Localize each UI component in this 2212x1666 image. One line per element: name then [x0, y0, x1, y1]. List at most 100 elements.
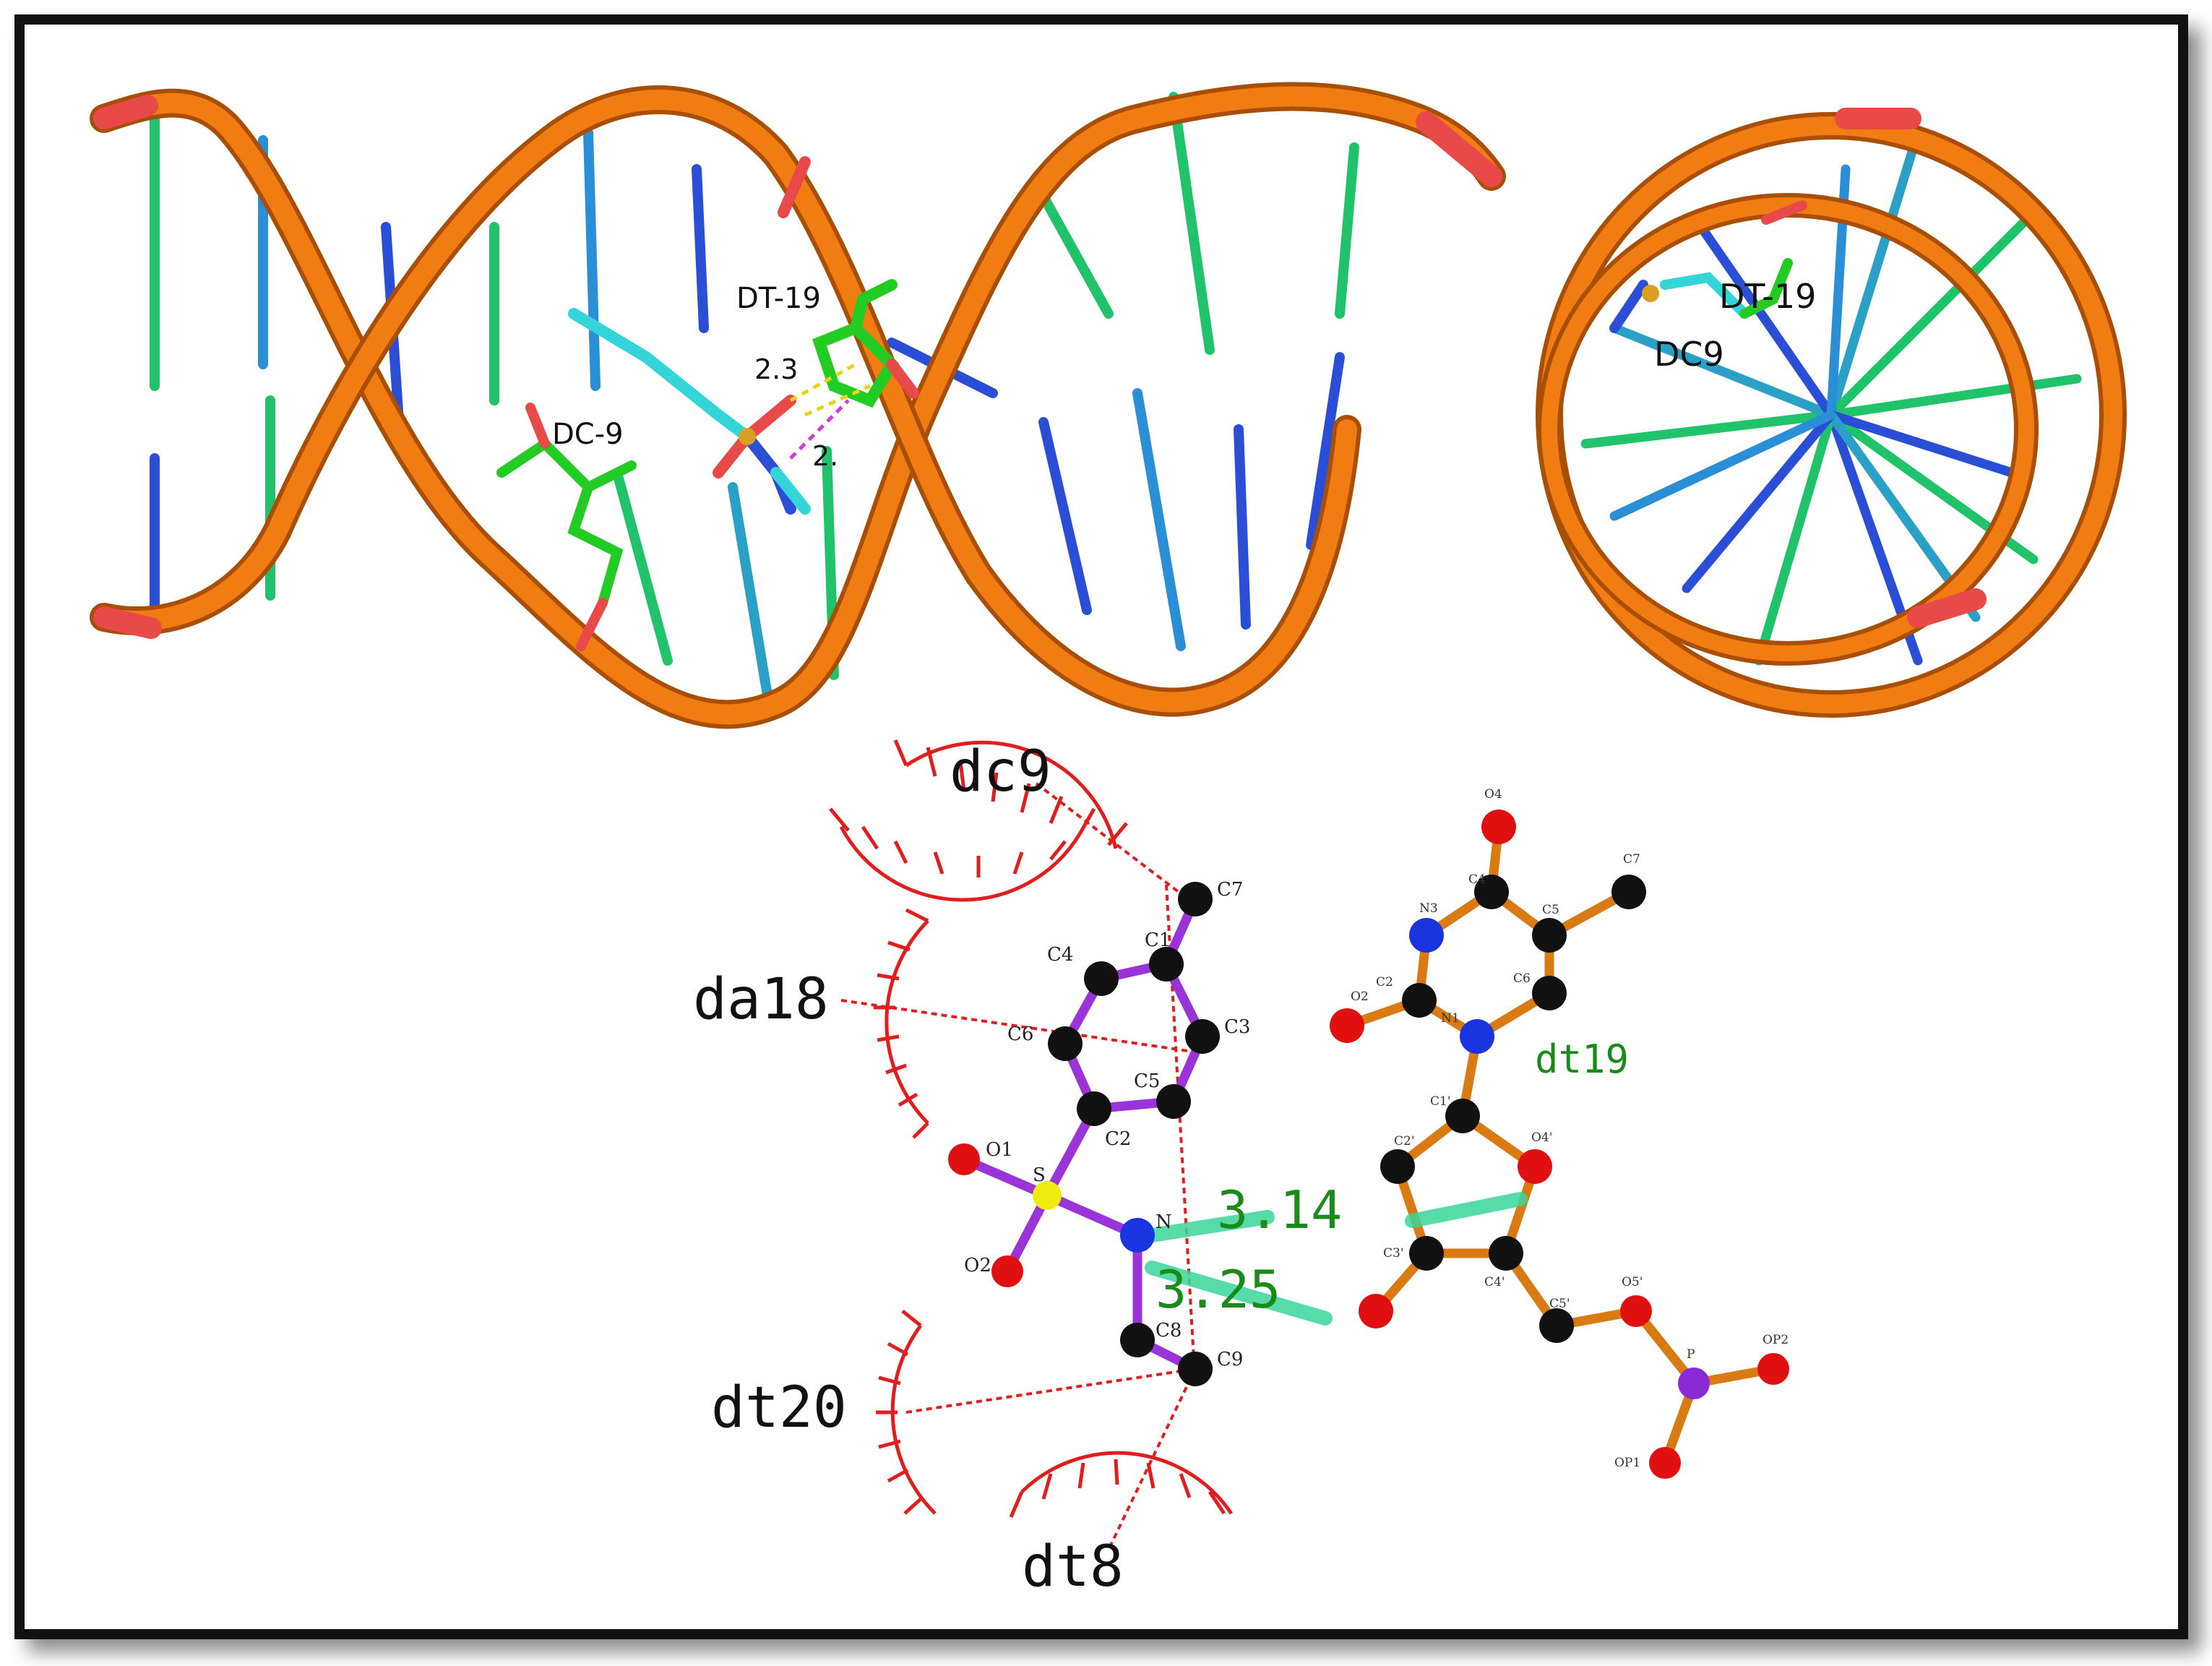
- label-dt19: DT-19: [736, 282, 821, 315]
- ligand-atom-labels: C7 C1 C4 C3 C6 C5 C2 O1 S N O2 C8 C9: [964, 879, 1250, 1370]
- atom-op1: [1649, 1447, 1681, 1479]
- atom-r-c7: [1611, 875, 1646, 909]
- label-r-n1: N1: [1441, 1011, 1460, 1026]
- hbond-distance-2: 3.25: [1156, 1259, 1281, 1320]
- atom-r-c5: [1532, 918, 1567, 953]
- label-r-o5p: O5': [1622, 1275, 1643, 1289]
- atom-o1: [948, 1143, 980, 1175]
- label-c9: C9: [1217, 1349, 1243, 1370]
- terminal-cap: [1416, 111, 1502, 187]
- label-r-op1: OP1: [1614, 1456, 1640, 1470]
- figure-frame: DT-19 DC-9 2.3 2.: [14, 14, 2188, 1639]
- label-c3: C3: [1224, 1016, 1250, 1038]
- axial-ring-inner-highlight: [1541, 197, 2034, 661]
- atom-c4p: [1489, 1236, 1523, 1271]
- base-rung: [1335, 142, 1359, 319]
- base-rung: [728, 482, 774, 709]
- terminal-cap: [93, 606, 162, 639]
- hbond-distance-labels: 3.14 3.25: [1156, 1180, 1342, 1320]
- label-c5: C5: [1134, 1070, 1160, 1092]
- residue-dt19: dt19: [1535, 1036, 1629, 1082]
- label-r-c4: C4: [1468, 872, 1486, 887]
- atom-c6: [1048, 1026, 1083, 1061]
- atom-c5: [1156, 1084, 1191, 1119]
- hydrophobic-arc-dt20: [890, 1324, 937, 1515]
- label-r-o2: O2: [1351, 989, 1369, 1004]
- label-r-p: P: [1687, 1347, 1695, 1362]
- label-r-op2: OP2: [1763, 1333, 1789, 1347]
- label-c4: C4: [1047, 944, 1073, 966]
- label-r-c5p: C5': [1549, 1297, 1570, 1311]
- hbond-distance-1: 3.14: [1217, 1180, 1342, 1240]
- residue-atoms: [1330, 810, 1789, 1479]
- atom-c1p: [1445, 1099, 1480, 1133]
- base-rung: [612, 468, 673, 666]
- hbond-ring: [1405, 1192, 1528, 1228]
- atom-o4: [1481, 810, 1516, 844]
- atom-c8: [1120, 1323, 1155, 1357]
- backbone-strand-2: [90, 85, 1361, 717]
- label-o2: O2: [964, 1255, 991, 1276]
- hydrophobic-arc-da18: [885, 919, 929, 1125]
- label-distance-2: 2.: [812, 440, 838, 472]
- ligand-atoms: [948, 882, 1220, 1386]
- backbone-strand-1-highlight: [94, 86, 1502, 725]
- hydrophobic-contacts: [829, 739, 1234, 1518]
- distance-dashes: [789, 362, 872, 460]
- atom-n3: [1409, 918, 1444, 953]
- label-o1: O1: [986, 1139, 1013, 1161]
- atom-op2: [1757, 1353, 1789, 1385]
- label-n: N: [1156, 1211, 1172, 1233]
- base-rung: [692, 164, 709, 333]
- base-rung: [1234, 424, 1251, 630]
- atom-o3p: [1359, 1294, 1393, 1328]
- label-r-c7: C7: [1623, 852, 1640, 867]
- base-rung: [583, 128, 601, 391]
- atom-c2: [1077, 1091, 1111, 1126]
- label-r-o4p: O4': [1531, 1130, 1552, 1145]
- label-c2: C2: [1105, 1128, 1131, 1150]
- hydrogen-bonds: [1145, 1192, 1528, 1326]
- atom-r-o2: [1330, 1008, 1364, 1043]
- label-r-c4p: C4': [1484, 1275, 1505, 1289]
- atom-c3p: [1409, 1236, 1444, 1271]
- axial-terminals: [1835, 108, 1987, 628]
- label-r-c6: C6: [1513, 971, 1531, 986]
- atom-c3: [1185, 1019, 1220, 1054]
- atom-o2: [991, 1255, 1023, 1287]
- residue-dt8: dt8: [1022, 1534, 1124, 1600]
- dt19-residue-sticks: [778, 156, 919, 408]
- residue-da18: da18: [693, 967, 829, 1032]
- label-r-o4: O4: [1484, 787, 1502, 802]
- terminal-cap: [93, 95, 158, 129]
- hbond-3.25: [1145, 1261, 1333, 1326]
- label-r-c3p: C3': [1383, 1246, 1404, 1261]
- label-dc9: DC-9: [552, 418, 624, 451]
- base-rung: [1038, 417, 1092, 615]
- label-distance-1: 2.3: [754, 353, 798, 385]
- atom-c7: [1178, 882, 1213, 916]
- ligplot-interaction-diagram: C7 C1 C4 C3 C6 C5 C2 O1 S N O2 C8 C9 O4 …: [693, 739, 1789, 1600]
- residue-atom-labels: O4 C4 C7 N3 C5 O2 C2 N1 C6 C1' C2' O4' C…: [1351, 787, 1789, 1470]
- label-r-c5: C5: [1542, 903, 1559, 917]
- atom-c1: [1149, 947, 1184, 982]
- label-s: S: [1033, 1164, 1046, 1186]
- atom-o4p: [1518, 1149, 1552, 1184]
- hbond-3.14: [1145, 1210, 1275, 1242]
- atom-c9: [1178, 1352, 1213, 1386]
- atom-n1: [1460, 1019, 1494, 1054]
- atom-c4: [1084, 961, 1119, 996]
- atom-p: [1678, 1367, 1710, 1399]
- atom-s: [1033, 1181, 1062, 1210]
- ligand-sticks: [568, 308, 811, 515]
- dna-helix-axial-view: DT-19 DC9: [1536, 108, 2127, 718]
- backbone-strand-2-highlight: [94, 90, 1357, 713]
- residue-names: dc9 da18 dt20 dt8 dt19: [693, 739, 1629, 1600]
- label-r-n3: N3: [1419, 901, 1438, 916]
- figure-canvas: DT-19 DC-9 2.3 2.: [90, 82, 2127, 1600]
- label-r-c1p: C1': [1430, 1094, 1451, 1109]
- label-c1: C1: [1145, 929, 1171, 951]
- strand-terminals: [93, 95, 1502, 639]
- residue-dc9: dc9: [950, 739, 1051, 804]
- atom-r-c2: [1402, 983, 1437, 1018]
